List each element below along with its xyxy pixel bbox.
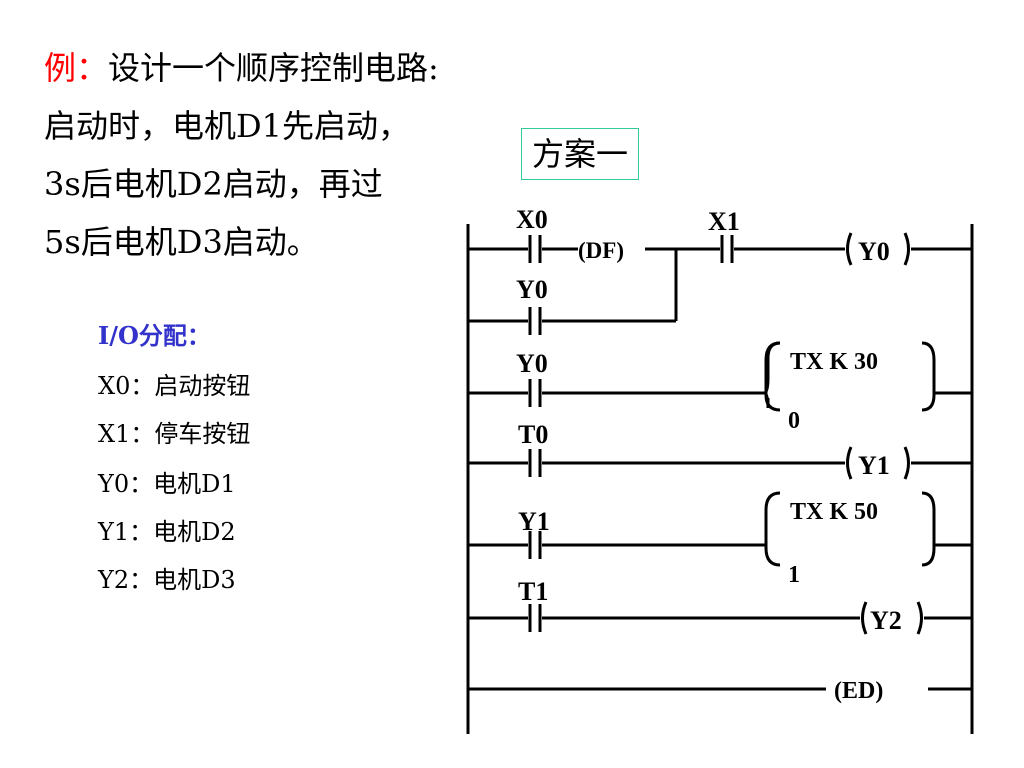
contact-x0-label: X0	[516, 205, 548, 234]
intro-line-4: 5s后电机D3启动。	[44, 223, 319, 261]
rung-2	[468, 341, 972, 412]
coil-y1-label: Y1	[858, 451, 890, 480]
contact-t0-label: T0	[518, 420, 548, 449]
io-item-y2: Y2：电机D3	[98, 566, 236, 594]
rung-4	[468, 491, 972, 567]
io-item-y1: Y1：电机D2	[98, 518, 236, 546]
contact-y0-timer-label: Y0	[516, 349, 548, 378]
timer1-line1: TX K 50	[790, 499, 878, 525]
contact-y1-timer-label: Y1	[518, 507, 550, 536]
scheme-label-box: 方案一	[521, 128, 640, 180]
rung-1	[468, 232, 972, 335]
io-item-y0: Y0：电机D1	[98, 470, 236, 498]
coil-y0-label: Y0	[858, 237, 890, 266]
rung-5	[468, 601, 972, 635]
df-label: (DF)	[578, 238, 624, 263]
timer1-line2: 1	[788, 562, 800, 588]
contact-x1-label: X1	[708, 207, 740, 236]
intro-text-1: 设计一个顺序控制电路:	[108, 49, 439, 87]
io-item-x1: X1：停车按钮	[98, 420, 251, 448]
intro-line-2: 启动时，电机D1先启动，	[44, 107, 411, 145]
end-label: (ED)	[834, 678, 883, 704]
io-item-x0: X0：启动按钮	[98, 372, 251, 400]
intro-line-1: 例：设计一个顺序控制电路:	[44, 48, 439, 88]
timer0-line2: 0	[788, 408, 800, 434]
io-title: I/O分配：	[98, 321, 211, 350]
rung-3	[468, 446, 972, 480]
timer0-line1: TX K 30	[790, 349, 878, 375]
contact-t1-label: T1	[518, 577, 548, 606]
coil-y2-label: Y2	[870, 606, 902, 635]
example-label: 例：	[44, 49, 109, 87]
intro-line-3: 3s后电机D2启动，再过	[44, 165, 383, 203]
contact-y0-parallel-label: Y0	[516, 275, 548, 304]
